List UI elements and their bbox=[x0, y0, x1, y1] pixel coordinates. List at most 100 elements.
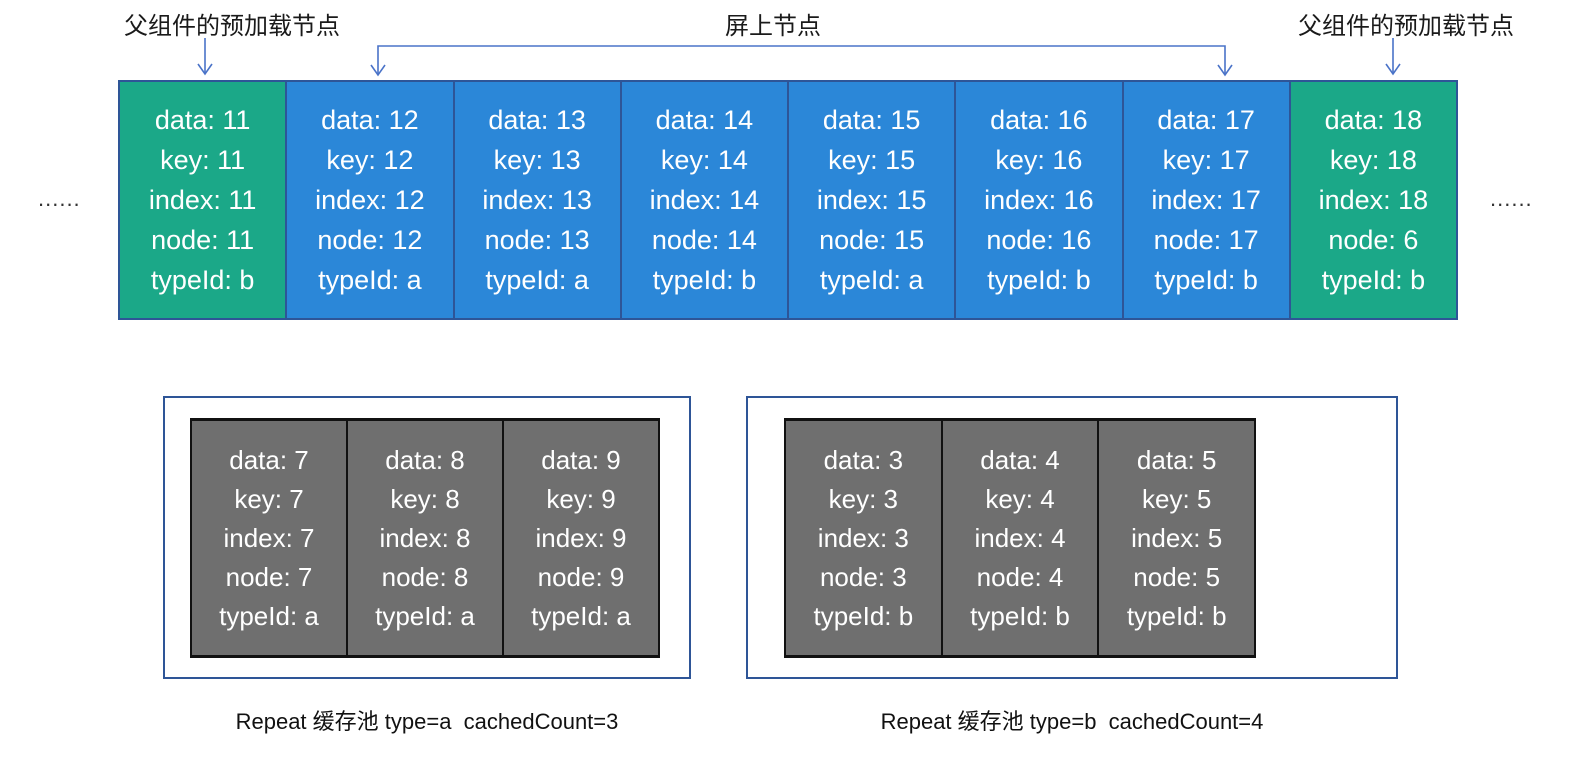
field-key: key: 8 bbox=[390, 483, 460, 514]
cache-pool-a-caption: Repeat 缓存池 type=a cachedCount=3 bbox=[235, 709, 619, 734]
field-index: index: 3 bbox=[817, 522, 909, 553]
field-data: data: 15 bbox=[822, 105, 921, 135]
field-index: index: 12 bbox=[315, 185, 425, 215]
field-typeid: typeId: b bbox=[652, 265, 757, 295]
field-typeid: typeId: b bbox=[970, 600, 1070, 631]
field-index: index: 13 bbox=[482, 185, 592, 215]
cache-node-card: data: 9 key: 9 index: 9 node: 9 typeId: … bbox=[502, 421, 658, 655]
field-data: data: 8 bbox=[385, 444, 465, 475]
field-typeid: typeId: b bbox=[150, 265, 255, 295]
bracket-left-arrowhead-icon bbox=[370, 64, 386, 77]
field-key: key: 17 bbox=[1162, 145, 1250, 175]
field-node: node: 5 bbox=[1133, 561, 1221, 592]
field-index: index: 18 bbox=[1318, 185, 1429, 215]
field-key: key: 12 bbox=[326, 145, 414, 175]
field-key: key: 4 bbox=[985, 483, 1055, 514]
field-key: key: 15 bbox=[828, 145, 916, 175]
onscreen-node-card: data: 14 key: 14 index: 14 node: 14 type… bbox=[619, 82, 787, 318]
cache-pool-b-cards: data: 3 key: 3 index: 3 node: 3 typeId: … bbox=[784, 418, 1256, 658]
node-row: data: 11 key: 11 index: 11 node: 11 type… bbox=[118, 80, 1458, 320]
field-index: index: 4 bbox=[974, 522, 1066, 553]
field-index: index: 16 bbox=[984, 185, 1094, 215]
field-typeid: typeId: a bbox=[219, 600, 319, 631]
field-typeid: typeId: b bbox=[1126, 600, 1227, 631]
preload-node-card: data: 18 key: 18 index: 18 node: 6 typeI… bbox=[1288, 82, 1456, 318]
field-node: node: 13 bbox=[484, 225, 590, 255]
onscreen-bracket bbox=[377, 45, 1226, 74]
field-typeid: typeId: a bbox=[485, 265, 589, 295]
cache-pool-b-caption: Repeat 缓存池 type=b cachedCount=4 bbox=[880, 709, 1264, 734]
preload-node-card: data: 11 key: 11 index: 11 node: 11 type… bbox=[120, 82, 286, 318]
field-node: node: 3 bbox=[819, 561, 907, 592]
field-data: data: 12 bbox=[321, 105, 419, 135]
onscreen-node-card: data: 15 key: 15 index: 15 node: 15 type… bbox=[787, 82, 955, 318]
field-index: index: 5 bbox=[1131, 522, 1223, 553]
field-data: data: 5 bbox=[1136, 444, 1217, 475]
field-data: data: 16 bbox=[990, 105, 1088, 135]
field-typeid: typeId: b bbox=[813, 600, 914, 631]
onscreen-label: 屏上节点 bbox=[725, 13, 821, 40]
bracket-right-arrowhead-icon bbox=[1217, 64, 1233, 77]
field-key: key: 3 bbox=[828, 483, 899, 514]
right-preload-label: 父组件的预加载节点 bbox=[1298, 13, 1514, 40]
field-key: key: 9 bbox=[546, 483, 616, 514]
field-node: node: 8 bbox=[381, 561, 469, 592]
cache-node-card: data: 4 key: 4 index: 4 node: 4 typeId: … bbox=[940, 421, 1098, 655]
field-key: key: 16 bbox=[995, 145, 1083, 175]
field-key: key: 18 bbox=[1329, 145, 1417, 175]
field-index: index: 7 bbox=[223, 522, 315, 553]
field-node: node: 17 bbox=[1153, 225, 1259, 255]
field-node: node: 6 bbox=[1328, 225, 1419, 255]
field-key: key: 14 bbox=[660, 145, 748, 175]
field-typeid: typeId: b bbox=[1321, 265, 1426, 295]
field-index: index: 9 bbox=[535, 522, 627, 553]
field-index: index: 14 bbox=[649, 185, 760, 215]
onscreen-node-card: data: 16 key: 16 index: 16 node: 16 type… bbox=[954, 82, 1122, 318]
field-data: data: 3 bbox=[823, 444, 904, 475]
right-ellipsis: ...... bbox=[1490, 186, 1533, 211]
cache-node-card: data: 5 key: 5 index: 5 node: 5 typeId: … bbox=[1097, 421, 1255, 655]
cache-pool-a-cards: data: 7 key: 7 index: 7 node: 7 typeId: … bbox=[190, 418, 660, 658]
field-node: node: 4 bbox=[976, 561, 1064, 592]
onscreen-node-card: data: 12 key: 12 index: 12 node: 12 type… bbox=[285, 82, 453, 318]
cache-node-card: data: 7 key: 7 index: 7 node: 7 typeId: … bbox=[192, 421, 346, 655]
field-node: node: 11 bbox=[151, 225, 255, 255]
field-node: node: 14 bbox=[651, 225, 757, 255]
left-ellipsis: ...... bbox=[38, 186, 81, 211]
cache-node-card: data: 8 key: 8 index: 8 node: 8 typeId: … bbox=[346, 421, 502, 655]
field-node: node: 12 bbox=[317, 225, 423, 255]
onscreen-node-card: data: 17 key: 17 index: 17 node: 17 type… bbox=[1121, 82, 1289, 318]
left-preload-label: 父组件的预加载节点 bbox=[124, 13, 340, 40]
field-key: key: 5 bbox=[1141, 483, 1212, 514]
field-data: data: 18 bbox=[1324, 105, 1423, 135]
cache-node-card: data: 3 key: 3 index: 3 node: 3 typeId: … bbox=[786, 421, 941, 655]
cache-pool-b: data: 3 key: 3 index: 3 node: 3 typeId: … bbox=[746, 396, 1398, 679]
field-index: index: 15 bbox=[816, 185, 927, 215]
field-typeid: typeId: b bbox=[1154, 265, 1258, 295]
left-preload-arrowhead-icon bbox=[197, 63, 213, 76]
field-data: data: 17 bbox=[1157, 105, 1255, 135]
field-index: index: 8 bbox=[379, 522, 471, 553]
annotation-arrows bbox=[197, 38, 1401, 77]
field-data: data: 9 bbox=[541, 444, 621, 475]
onscreen-node-card: data: 13 key: 13 index: 13 node: 13 type… bbox=[452, 82, 620, 318]
field-typeid: typeId: a bbox=[375, 600, 475, 631]
field-typeid: typeId: b bbox=[987, 265, 1091, 295]
field-node: node: 16 bbox=[986, 225, 1092, 255]
field-data: data: 13 bbox=[488, 105, 586, 135]
field-key: key: 7 bbox=[234, 483, 304, 514]
field-node: node: 15 bbox=[819, 225, 925, 255]
field-data: data: 4 bbox=[980, 444, 1060, 475]
field-index: index: 17 bbox=[1151, 185, 1261, 215]
cache-pool-a: data: 7 key: 7 index: 7 node: 7 typeId: … bbox=[163, 396, 691, 679]
field-typeid: typeId: a bbox=[318, 265, 422, 295]
field-typeid: typeId: a bbox=[819, 265, 924, 295]
right-preload-arrowhead-icon bbox=[1385, 63, 1401, 76]
field-data: data: 7 bbox=[229, 444, 309, 475]
field-data: data: 14 bbox=[655, 105, 754, 135]
field-key: key: 11 bbox=[160, 145, 246, 175]
field-node: node: 9 bbox=[537, 561, 625, 592]
field-node: node: 7 bbox=[225, 561, 313, 592]
field-key: key: 13 bbox=[493, 145, 581, 175]
